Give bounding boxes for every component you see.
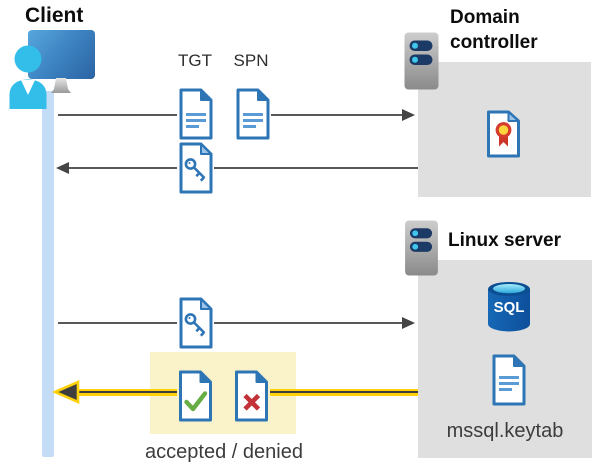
linux-server-title: Linux server bbox=[448, 230, 561, 251]
flow-line-request bbox=[271, 114, 402, 116]
flow-line-request bbox=[58, 114, 177, 116]
spn-document-icon bbox=[236, 88, 270, 140]
spn-label: SPN bbox=[233, 51, 269, 70]
domain-controller-title-line2: controller bbox=[450, 32, 538, 53]
client-lifeline-bar bbox=[42, 91, 54, 457]
keytab-filename: mssql.keytab bbox=[446, 420, 564, 442]
user-icon bbox=[9, 45, 47, 109]
domain-controller-title: Domain controller bbox=[450, 5, 538, 55]
server-icon bbox=[405, 220, 438, 276]
yellow-arrow-core bbox=[76, 391, 177, 393]
server-icon bbox=[404, 32, 439, 90]
arrowhead-right-icon bbox=[402, 316, 415, 329]
keytab-document-icon bbox=[492, 354, 526, 406]
arrowhead-right-icon bbox=[402, 108, 415, 121]
sql-database-icon: SQL bbox=[488, 282, 530, 332]
key-document-icon bbox=[179, 297, 213, 349]
tgt-label: TGT bbox=[178, 51, 212, 70]
domain-controller-title-line1: Domain bbox=[450, 7, 520, 28]
tgt-document-icon bbox=[179, 88, 213, 140]
key-document-icon bbox=[179, 142, 213, 194]
flow-line-ticket bbox=[214, 322, 402, 324]
denied-document-icon bbox=[235, 370, 268, 422]
flow-line-response bbox=[214, 167, 418, 169]
flow-line-ticket bbox=[58, 322, 177, 324]
monitor-stand-icon bbox=[51, 78, 71, 93]
client-title: Client bbox=[25, 4, 84, 27]
accepted-document-icon bbox=[179, 370, 212, 422]
yellow-arrow-core bbox=[270, 391, 418, 393]
yellow-arrow-icon bbox=[53, 380, 80, 404]
arrowhead-left-icon bbox=[56, 161, 69, 174]
result-caption: accepted / denied bbox=[145, 441, 303, 463]
sql-database-label: SQL bbox=[494, 299, 525, 316]
flow-line-response bbox=[69, 167, 177, 169]
certificate-document-icon bbox=[487, 110, 520, 158]
